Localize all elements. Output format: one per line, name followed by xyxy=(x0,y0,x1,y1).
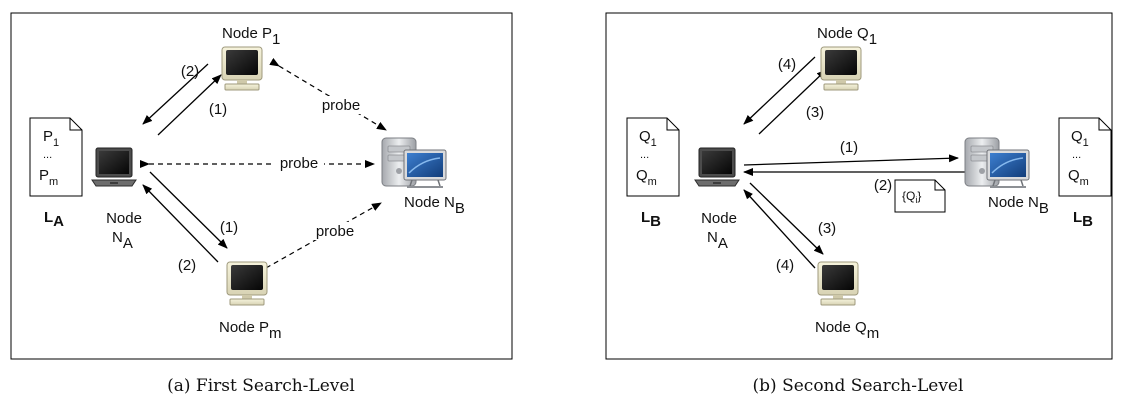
step-label-1-middle: (1) xyxy=(840,139,858,156)
probe-label-middle: probe xyxy=(280,155,318,172)
node-label-na-line2-b: NA xyxy=(707,229,728,252)
arrow-a-na-to-p1 xyxy=(157,74,222,136)
computer-icon-pm xyxy=(226,261,268,306)
arrow-b-na-to-q1 xyxy=(758,69,827,135)
caption-a: (a) First Search-Level xyxy=(167,376,355,396)
probe-arrow-p1-nb xyxy=(269,57,387,131)
panel-second-search-level: (4) (3) (1) (2) (3) (4) {Qi} Q1 ... Qm Q… xyxy=(605,12,1113,360)
arrow-a-na-to-pm xyxy=(149,171,228,249)
node-label-q1: Node Q1 xyxy=(817,25,877,48)
arrow-b-qm-to-na xyxy=(743,189,816,269)
doc-a-last: Pm xyxy=(39,167,58,188)
node-label-p1: Node P1 xyxy=(222,25,280,48)
doc-a-first: P1 xyxy=(43,128,59,149)
doc-b-left-first: Q1 xyxy=(639,128,657,149)
step-label-1-bottom: (1) xyxy=(220,219,238,236)
node-label-na-line1-b: Node xyxy=(701,210,737,227)
arrow-a-p1-to-na xyxy=(142,63,209,125)
step-label-2-middle: (2) xyxy=(874,177,892,194)
step-label-1-top: (1) xyxy=(209,101,227,118)
doc-b-left-dots: ... xyxy=(640,149,649,161)
doc-b-right-last: Qm xyxy=(1068,167,1089,188)
list-label-lb-left: LB xyxy=(641,209,661,230)
doc-b-left-last: Qm xyxy=(636,167,657,188)
probe-label-top: probe xyxy=(322,97,360,114)
laptop-icon-na xyxy=(91,147,137,187)
doc-a-dots: ... xyxy=(43,149,52,161)
doc-b-right-dots: ... xyxy=(1072,149,1081,161)
step-label-3-bottom: (3) xyxy=(818,220,836,237)
node-label-pm: Node Pm xyxy=(219,319,282,342)
laptop-icon-na xyxy=(694,147,740,187)
panel-a-probe-labels: probe probe probe xyxy=(274,96,364,240)
node-label-nb: Node NB xyxy=(404,194,465,217)
list-label-lb-right: LB xyxy=(1073,209,1093,230)
arrow-b-na-to-qm xyxy=(749,182,824,255)
panel-b-arrows xyxy=(743,56,966,269)
list-label-la: LA xyxy=(44,209,64,230)
step-label-3-top: (3) xyxy=(806,104,824,121)
computer-icon-q1 xyxy=(820,46,862,91)
panel-first-search-level: probe probe probe (2) (1) (1) (2) P1 ...… xyxy=(10,12,513,360)
computer-icon-qm xyxy=(817,261,859,306)
doc-b-right-first: Q1 xyxy=(1071,128,1089,149)
caption-b: (b) Second Search-Level xyxy=(753,376,964,396)
step-label-4-bottom: (4) xyxy=(776,257,794,274)
arrow-a-pm-to-na xyxy=(142,184,219,263)
node-label-na-line2: NA xyxy=(112,229,133,252)
reply-document-icon xyxy=(894,179,946,213)
node-label-na-line1: Node xyxy=(106,210,142,227)
probe-label-bottom: probe xyxy=(316,223,354,240)
node-label-nb-b: Node NB xyxy=(988,194,1049,217)
reply-doc-text: {Qi} xyxy=(902,189,921,205)
step-label-2-bottom: (2) xyxy=(178,257,196,274)
arrow-b-na-to-nb xyxy=(743,154,959,166)
computer-icon-p1 xyxy=(221,46,263,91)
step-label-2-top: (2) xyxy=(181,63,199,80)
node-label-qm: Node Qm xyxy=(815,319,879,342)
arrow-b-q1-to-na xyxy=(743,56,816,125)
step-label-4-top: (4) xyxy=(778,56,796,73)
